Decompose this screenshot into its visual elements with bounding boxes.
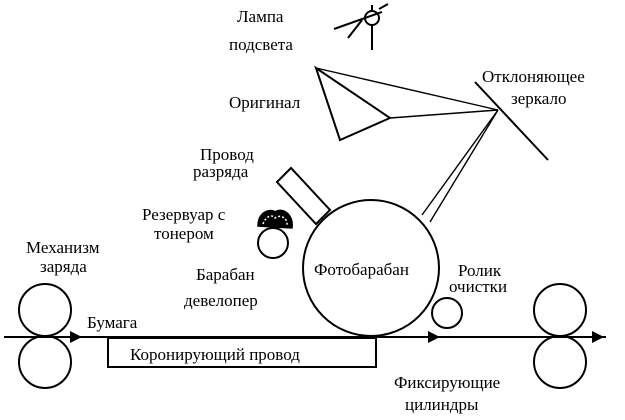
cleaning-roller bbox=[431, 297, 463, 329]
photodrum-label: Фотобарабан bbox=[314, 260, 409, 279]
fuser-label-2: цилиндры bbox=[405, 395, 479, 414]
paper-arrow-2 bbox=[428, 331, 440, 343]
original-label: Оригинал bbox=[229, 93, 301, 112]
cleaner-label-1: Ролик bbox=[458, 261, 502, 280]
charge-label-2: заряда bbox=[40, 257, 87, 276]
deflecting-mirror bbox=[474, 81, 549, 161]
cleaner-label-2: очистки bbox=[449, 277, 507, 296]
charge-rollers bbox=[18, 283, 72, 389]
paper-arrow-1 bbox=[70, 331, 82, 343]
lamp-icon bbox=[333, 3, 389, 50]
developer-label-2: девелопер bbox=[184, 291, 258, 310]
lamp-label-2: подсвета bbox=[229, 35, 293, 54]
toner-label-1: Резервуар с bbox=[142, 205, 226, 224]
corona-wire-box bbox=[107, 337, 377, 368]
mirror-label-1: Отклоняющее bbox=[482, 67, 585, 86]
paper-label: Бумага bbox=[87, 313, 138, 332]
toner-reservoir bbox=[257, 209, 293, 229]
developer-drum bbox=[257, 227, 289, 259]
charge-label-1: Механизм bbox=[26, 238, 100, 257]
fuser-rollers bbox=[533, 283, 587, 389]
developer-label-1: Барабан bbox=[196, 265, 255, 284]
lamp-label-1: Лампа bbox=[237, 7, 284, 26]
discharge-wire bbox=[275, 166, 332, 226]
corona-label: Коронирующий провод bbox=[130, 345, 300, 364]
paper-arrow-3 bbox=[592, 331, 604, 343]
wire-label-2: разряда bbox=[193, 162, 249, 181]
fuser-label-1: Фиксирующие bbox=[394, 373, 500, 392]
photodrum bbox=[302, 199, 440, 337]
original-triangle bbox=[314, 65, 393, 142]
mirror-label-2: зеркало bbox=[511, 89, 566, 108]
wire-label-1: Провод bbox=[200, 145, 254, 164]
light-rays bbox=[315, 67, 499, 223]
toner-label-2: тонером bbox=[154, 224, 214, 243]
